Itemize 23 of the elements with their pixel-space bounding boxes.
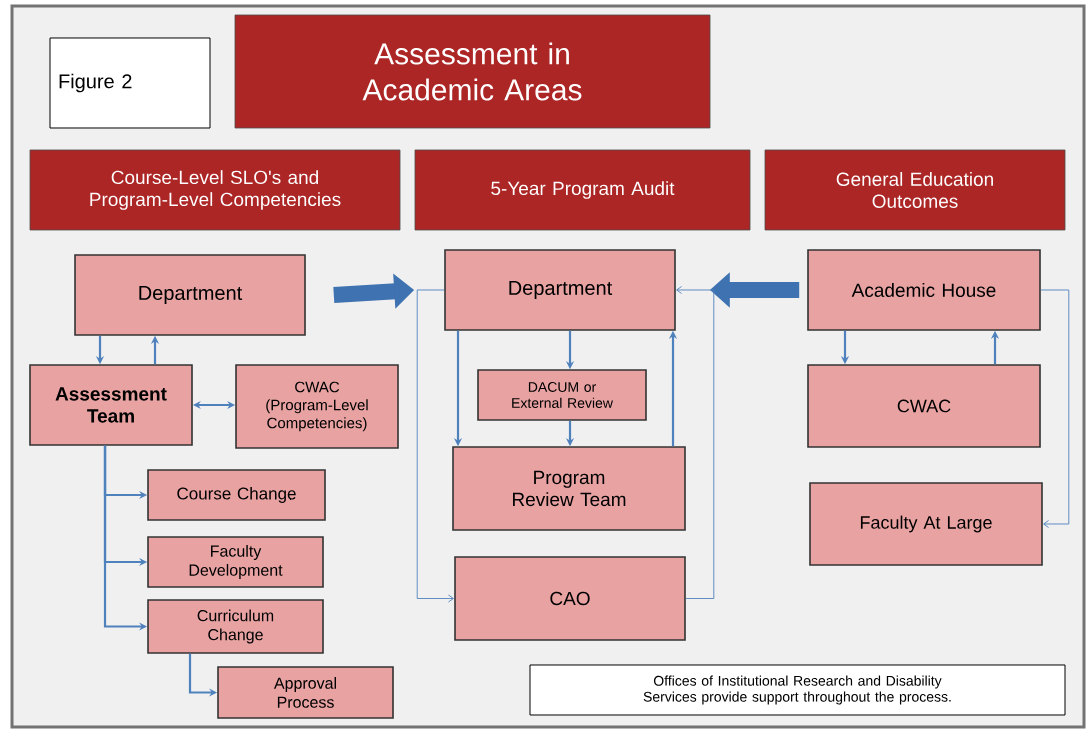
note-box: Offices of Institutional Research and Disability Services provide support throughout the process.: [529, 664, 1066, 716]
process-box: Department: [74, 254, 306, 336]
column-header: General Education Outcomes: [764, 149, 1066, 231]
process-box: CWAC (Program-Level Competencies): [235, 364, 399, 449]
process-box: Academic House: [807, 249, 1041, 331]
column-header: 5-Year Program Audit: [414, 149, 751, 231]
arrow: [416, 289, 454, 603]
process-box: Faculty Development: [147, 536, 324, 588]
process-box: Program Review Team: [452, 446, 686, 531]
arrow: [676, 286, 715, 599]
process-box: Faculty At Large: [809, 482, 1043, 566]
process-box: Curriculum Change: [147, 599, 324, 654]
process-box: Approval Process: [217, 666, 394, 719]
process-box: Course Change: [147, 469, 326, 521]
process-box: CAO: [454, 556, 686, 641]
arrow: [1040, 289, 1070, 528]
process-box: DACUM or External Review: [477, 369, 647, 421]
process-box: Assessment Team: [29, 364, 193, 446]
process-box: Department: [444, 249, 676, 331]
figure-label-box: Figure 2: [49, 37, 211, 129]
process-box: CWAC: [807, 364, 1041, 448]
column-header: Course-Level SLO's and Program-Level Competencies: [29, 149, 401, 231]
title-banner: Assessment in Academic Areas: [234, 14, 711, 129]
